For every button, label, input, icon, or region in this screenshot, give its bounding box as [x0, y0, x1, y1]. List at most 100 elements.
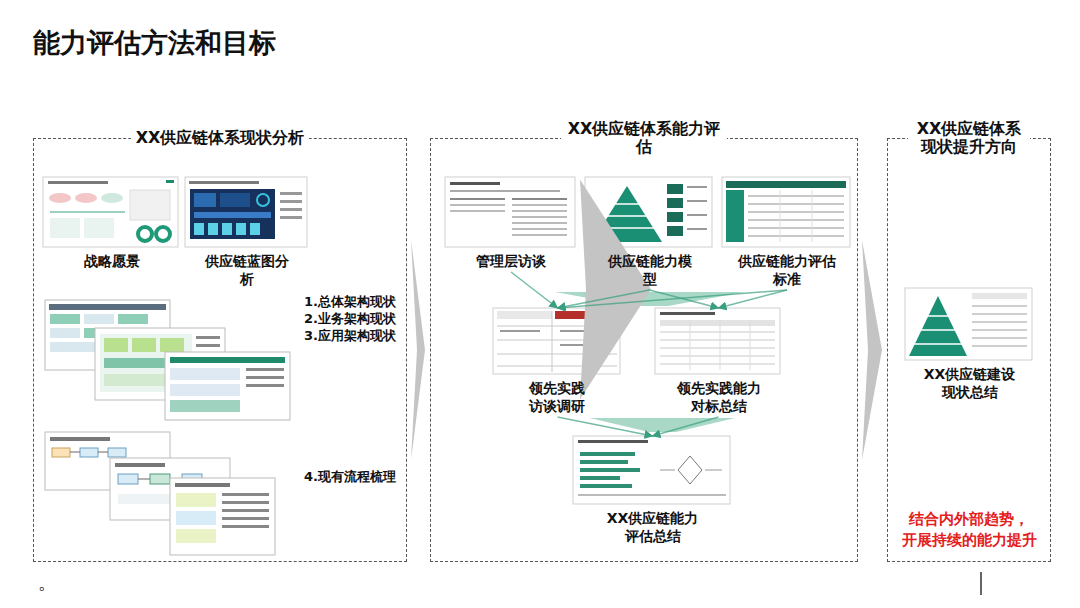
blueprint-thumbnail-part: [280, 192, 302, 195]
interview-thumbnail-part: [512, 234, 567, 236]
interview-thumbnail-part: [512, 210, 567, 212]
blueprint-thumbnail: [185, 177, 307, 247]
process-thumbnails-part: [222, 501, 269, 504]
assessment-summary-thumbnail-part: [578, 440, 648, 443]
architecture-thumbnails-part: [170, 357, 285, 363]
architecture-thumbnails-part: [165, 352, 290, 420]
process-thumbnails-part: [115, 463, 165, 467]
thumbnail-card: XX供应链建设 现状总结: [906, 289, 1033, 401]
architecture-thumbnails-part: [246, 368, 284, 371]
thumbnail-card: 领先实践能力 对标总结: [656, 309, 781, 415]
pyramid-model-thumbnail-part: [667, 184, 683, 194]
vision-thumbnail-part: [156, 227, 170, 241]
chevron-arrow: [580, 180, 651, 400]
process-thumbnails-part: [52, 448, 70, 457]
benchmark-summary-thumbnail-part: [660, 320, 775, 326]
assessment-summary-thumbnail: [573, 436, 730, 504]
process-thumbnails-part: [222, 493, 269, 496]
cursor-bar-part: [980, 572, 982, 595]
pyramid-model-thumbnail-part: [687, 186, 707, 188]
status-summary-thumbnail-part: [972, 293, 1027, 299]
interview-thumbnail: [445, 177, 575, 247]
pyramid-model-thumbnail-part: [687, 200, 707, 202]
architecture-thumbnails-part: [170, 368, 240, 380]
process-thumbnails-part: [70, 452, 108, 453]
dashed-panel: XX供应链体系现状提升方向结合内外部趋势， 开展持续的能力提升XX供应链建设 现…: [887, 138, 1051, 562]
process-thumbnails-part: [50, 437, 110, 441]
benchmark-summary-thumbnail: [655, 308, 780, 374]
merge-band-arrows-part: [590, 418, 735, 432]
assessment-summary-thumbnail-part: [580, 452, 635, 456]
thumbnail-caption: 领先实践能力 对标总结: [673, 379, 764, 415]
blueprint-thumbnail-part: [250, 223, 260, 235]
architecture-thumbnails-part: [49, 304, 166, 310]
panel-heading: XX供应链体系现状分析: [131, 129, 310, 147]
interview-thumbnail-part: [450, 210, 505, 212]
flow-connector: [511, 272, 558, 308]
list-item: 1.总体架构现状: [304, 293, 396, 310]
thumbnail-card: XX供应链能力 评估总结: [574, 437, 731, 545]
assessment-summary-thumbnail-part: [573, 436, 730, 504]
benchmark-summary-thumbnail-part: [690, 320, 750, 370]
benchmark-interview-thumbnail-part: [500, 330, 540, 332]
process-thumbnails-part: [80, 448, 98, 457]
architecture-thumbnails-part: [50, 328, 80, 338]
pyramid-model-thumbnail-part: [667, 226, 683, 236]
thumbnail-card: 管理层访谈: [446, 178, 576, 270]
architecture-thumbnails: [45, 300, 290, 420]
interview-thumbnail-part: [512, 216, 567, 218]
vision-thumbnail-part: [75, 193, 97, 203]
flow-connector: [653, 417, 719, 436]
chevron-arrow: [411, 240, 425, 460]
benchmark-interview-thumbnail-part: [497, 311, 552, 319]
goal-note: 结合内外部趋势， 开展持续的能力提升: [901, 509, 1038, 551]
blueprint-thumbnail-part: [189, 181, 259, 184]
blueprint-thumbnail-part: [222, 223, 232, 235]
list-item: 4.现有流程梳理: [304, 468, 396, 485]
standard-table-thumbnail-part: [726, 190, 744, 242]
thumbnail-caption: 领先实践 访谈调研: [525, 379, 589, 415]
benchmark-summary-thumbnail-part: [660, 312, 715, 315]
dashed-panel: XX供应链体系现状分析战略愿景供应链蓝图分析1.总体架构现状2.业务架构现状3.…: [33, 138, 407, 562]
benchmark-summary-thumbnail-part: [660, 332, 775, 364]
chevron-arrow: [862, 240, 882, 460]
thumbnail-caption: XX供应链建设 现状总结: [921, 365, 1019, 401]
benchmark-interview-thumbnail-part: [552, 311, 553, 372]
architecture-thumbnails-part: [50, 314, 80, 324]
panel-heading: XX供应链体系现状提升方向: [908, 120, 1030, 156]
pyramid-model-thumbnail-part: [667, 212, 683, 222]
blueprint-thumbnail-part: [257, 194, 269, 206]
architecture-thumbnails-part: [196, 344, 220, 347]
interview-thumbnail-part: [450, 182, 500, 185]
flow-connector: [558, 417, 653, 436]
standard-table-thumbnail-part: [780, 190, 812, 242]
assessment-summary-thumbnail-part: [578, 494, 726, 496]
thumbnail-card: 供应链能力评估标准: [723, 178, 851, 288]
vision-thumbnail: [43, 177, 178, 247]
vision-thumbnail-part: [84, 218, 114, 238]
process-thumbnails-part: [150, 474, 170, 484]
blueprint-thumbnail-part: [280, 200, 302, 203]
thumbnail-card: 供应链蓝图分析: [186, 178, 308, 288]
interview-thumbnail-part: [512, 222, 567, 224]
vision-thumbnail-part: [166, 180, 174, 183]
assessment-summary-thumbnail-part: [660, 470, 722, 471]
vision-thumbnail-part: [130, 190, 170, 220]
process-thumbnails-part: [222, 517, 269, 520]
blueprint-thumbnail-part: [194, 223, 204, 235]
architecture-thumbnails-part: [170, 384, 240, 396]
process-thumbnails-part: [176, 493, 216, 507]
thumbnail-caption: XX供应链能力 评估总结: [604, 509, 702, 545]
assessment-summary-thumbnail-part: [580, 476, 620, 480]
thumbnail-caption: 供应链能力评估标准: [736, 252, 838, 288]
pyramid-model-thumbnail-part: [687, 214, 707, 216]
thumbnail-stack: 4.现有流程梳理: [46, 431, 401, 556]
process-thumbnails-part: [176, 529, 216, 543]
assessment-summary-thumbnail-part: [678, 456, 702, 484]
vision-thumbnail-part: [43, 177, 178, 247]
interview-thumbnail-part: [450, 204, 505, 206]
dashed-panel: XX供应链体系能力评估管理层访谈供应链能力模型供应链能力评估标准领先实践 访谈调…: [430, 138, 858, 562]
list-item: 2.业务架构现状: [304, 310, 396, 327]
vision-thumbnail-part: [50, 218, 80, 238]
